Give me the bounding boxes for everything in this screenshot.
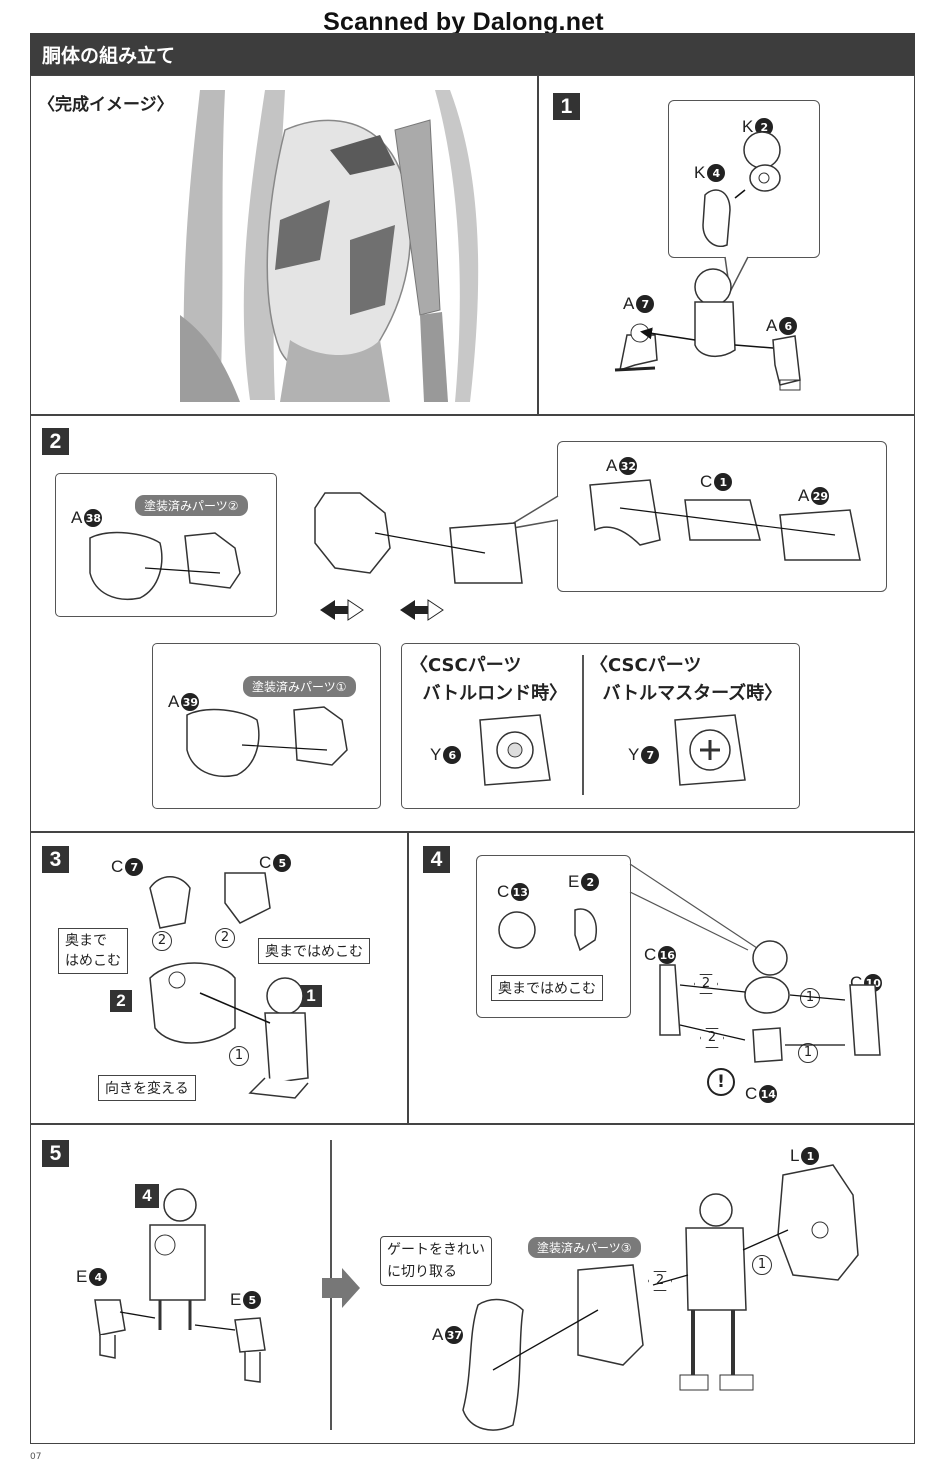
step-3-ref-step-2: 2 [110, 990, 132, 1012]
painted-part-2-pill: 塗装済みパーツ② [135, 495, 248, 516]
step-3-assembly-drawing [149, 872, 309, 1099]
preview-figure-image [180, 90, 479, 402]
part-number-badge: 5 [243, 1291, 262, 1309]
step-1-number: 1 [553, 93, 580, 120]
part-number-badge: 38 [84, 509, 103, 527]
step-5-leg-joints-drawing [94, 1188, 266, 1383]
csc-parts-drawing [479, 714, 746, 786]
step-3-order-circle: 1 [229, 1046, 249, 1066]
next-arrow-icon [322, 1268, 360, 1308]
step-5-number: 5 [42, 1140, 69, 1167]
part-number-badge: 6 [779, 317, 798, 335]
part-number-badge: 7 [641, 746, 660, 764]
step-5-ref-step-4: 4 [135, 1184, 159, 1208]
preview-label: 〈完成イメージ〉 [38, 95, 174, 115]
step-2-frame [30, 415, 915, 832]
part-number-badge: 7 [636, 295, 655, 313]
step-5-order-circle: 1 [752, 1255, 772, 1275]
part-number-badge: 2 [581, 873, 600, 891]
part-number-badge: 1 [801, 1147, 820, 1165]
warning-icon: ! [707, 1068, 735, 1096]
section-header-bar [30, 33, 915, 75]
section-title: 胴体の組み立て [42, 45, 176, 67]
step-2-main-torso-drawing [314, 492, 523, 584]
step-3-order-circle: 2 [152, 931, 172, 951]
row-1-frame [30, 75, 915, 415]
step-2-painted-2-drawing [89, 531, 241, 600]
part-number-badge: 4 [89, 1268, 108, 1286]
step-4-note-insert-fully: 奥まではめこむ [491, 975, 603, 1001]
step-3-ref-step-1: 1 [300, 985, 322, 1007]
step-5-note-cut-gate-cleanly: ゲートをきれい に切り取る [380, 1236, 492, 1286]
part-number-badge: 6 [443, 746, 462, 764]
step-4-order-circle: 1 [798, 1043, 818, 1063]
part-number-badge: 1 [714, 473, 733, 491]
part-number-badge: 13 [511, 883, 530, 901]
step-5-order-hex: 2 [648, 1271, 672, 1291]
step-3-note-insert-fully-right: 奥まではめこむ [258, 938, 370, 964]
step-3-order-circle: 2 [215, 928, 235, 948]
step-2-painted-1-drawing [186, 706, 348, 777]
row-1-divider [537, 75, 539, 415]
painted-part-1-pill: 塗装済みパーツ① [243, 676, 356, 697]
step-5-torso-assembly-drawing [462, 1164, 859, 1431]
page-number: 07 [30, 1452, 42, 1462]
part-number-badge: 5 [273, 854, 292, 872]
swap-arrows [320, 599, 444, 621]
part-number-badge: 37 [445, 1326, 464, 1344]
step-4-callout-pointer [629, 863, 761, 951]
csc-battle-rondo-title: 〈CSCパーツ バトルロンド時〉 [410, 655, 568, 704]
step-4-order-hex: 2 [700, 1028, 724, 1048]
part-number-badge: 4 [707, 164, 726, 182]
painted-part-3-pill: 塗装済みパーツ③ [528, 1237, 641, 1258]
watermark: Scanned by Dalong.net [323, 8, 604, 36]
part-number-badge: 32 [619, 457, 638, 475]
step-4-number: 4 [423, 846, 450, 873]
step-3-note-insert-fully-left: 奥まで はめこむ [58, 928, 128, 974]
step-3-note-change-direction: 向きを変える [98, 1075, 196, 1101]
step-1-part-drawings [614, 131, 801, 391]
row-3-frame [30, 832, 915, 1124]
step-2-torso-parts-drawing [589, 479, 861, 561]
step-3-number: 3 [42, 846, 69, 873]
part-number-badge: 39 [181, 693, 200, 711]
part-number-badge: 29 [811, 487, 830, 505]
step-5-frame [30, 1124, 915, 1444]
csc-battle-masters-title: 〈CSCパーツ バトルマスターズ時〉 [590, 655, 783, 704]
part-number-badge: 16 [658, 946, 677, 964]
row-3-divider [407, 832, 409, 1124]
step-2-number: 2 [42, 428, 69, 455]
csc-options-divider [582, 655, 584, 795]
part-number-badge: 14 [759, 1085, 778, 1103]
part-number-badge: 7 [125, 858, 144, 876]
step-4-assembly-drawing [498, 908, 881, 1063]
